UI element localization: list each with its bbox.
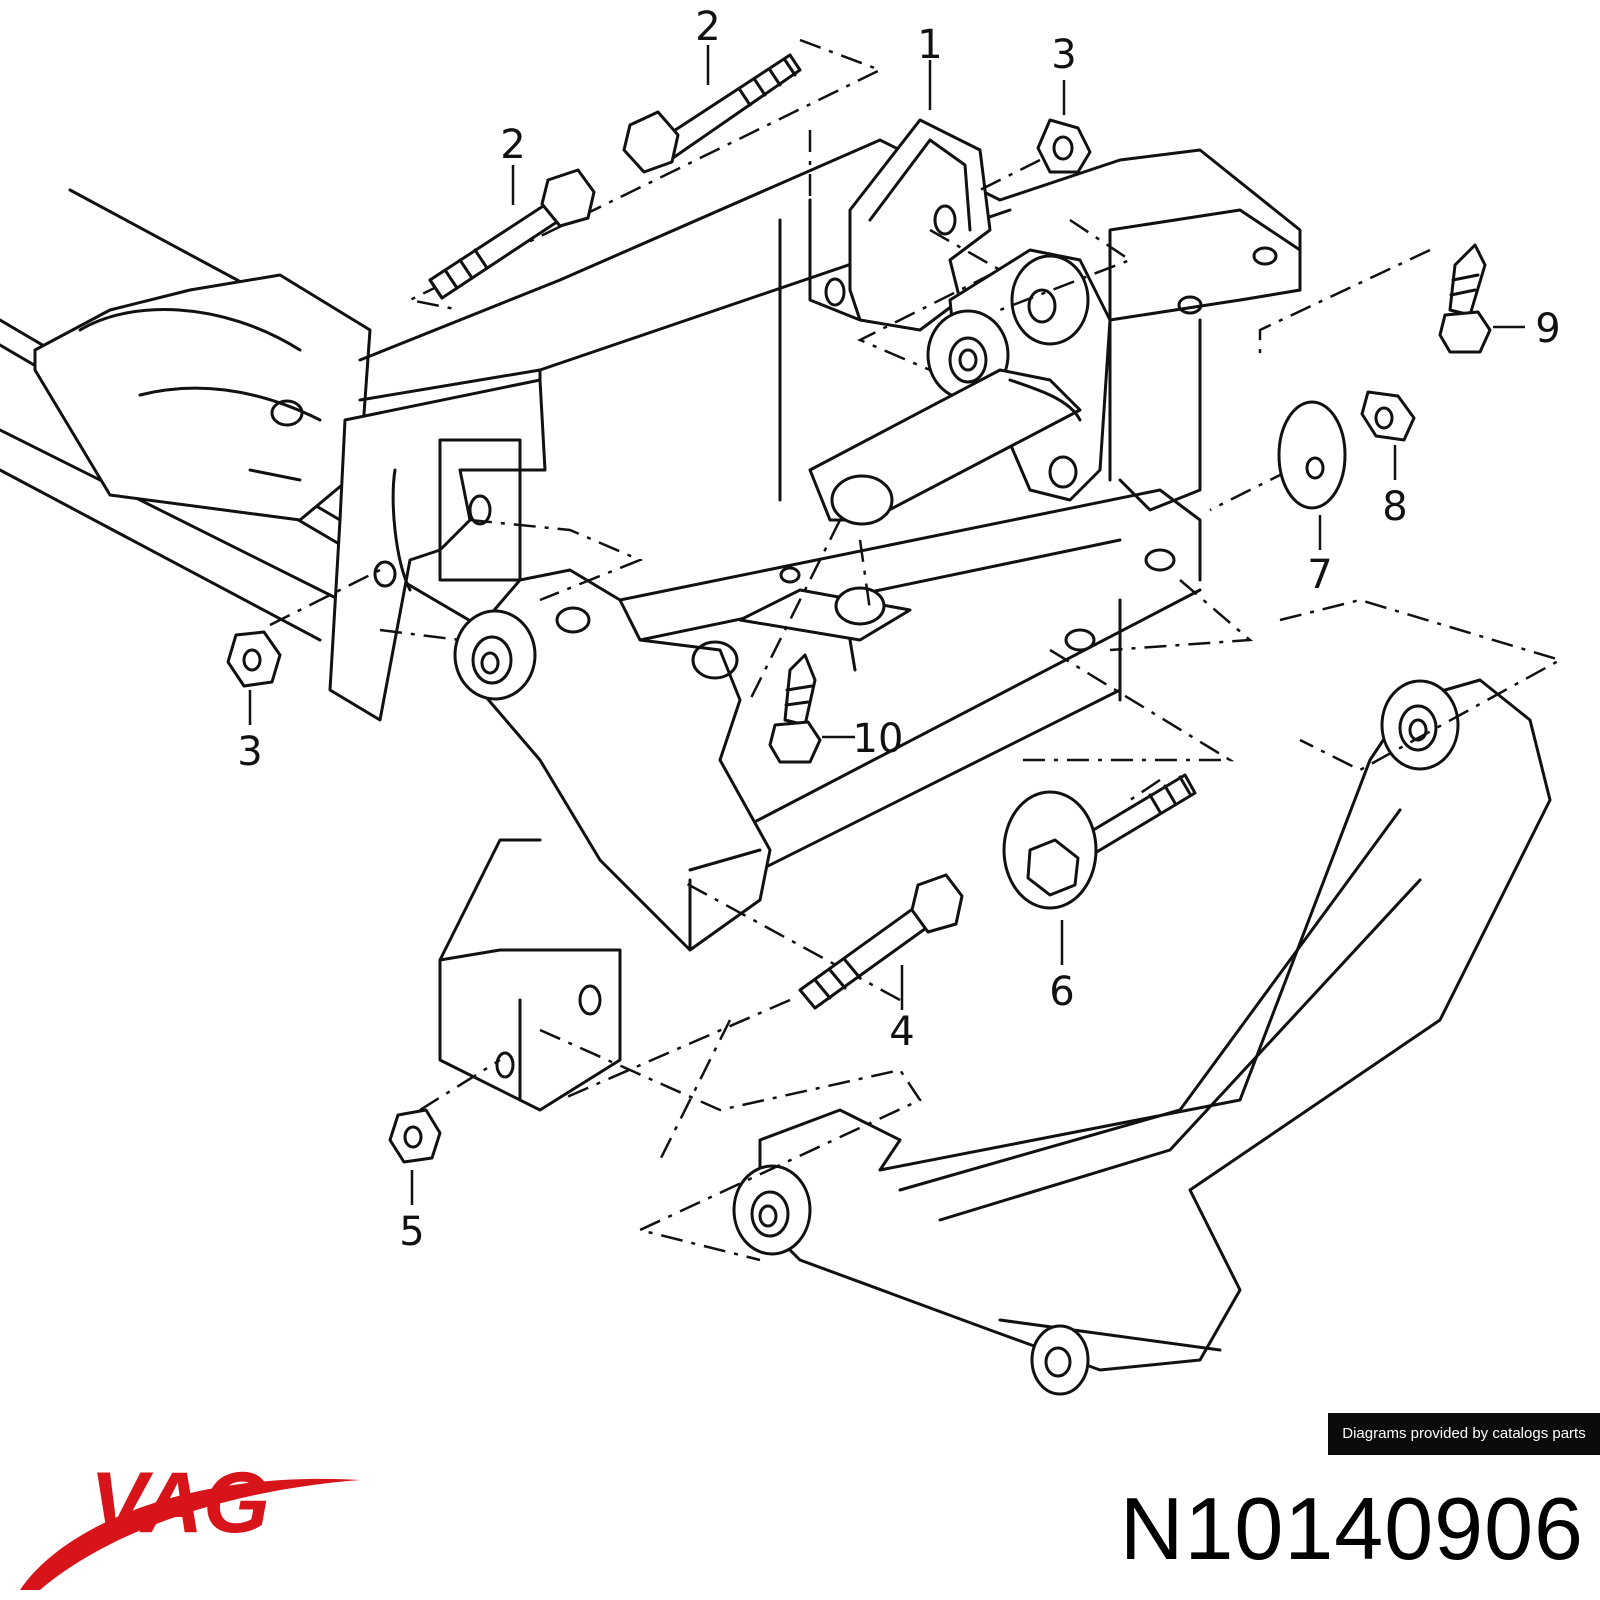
left-control-arm (453, 568, 772, 952)
callout-8: 8 (1382, 484, 1407, 530)
left-mount-bracket (328, 378, 547, 722)
callout-6: 6 (1049, 969, 1074, 1015)
diagram-credit-banner: Diagrams provided by catalogs parts (1328, 1413, 1600, 1455)
washer-7 (1277, 400, 1347, 510)
assembly-lines (269, 38, 1564, 1262)
nut-5 (388, 1108, 442, 1164)
callout-1: 1 (917, 22, 942, 68)
vag-logo: VAG (20, 1455, 360, 1590)
callout-2-lower: 2 (500, 122, 525, 168)
side-rail (0, 188, 522, 652)
svg-text:VAG: VAG (90, 1455, 270, 1551)
bolt-6 (1002, 773, 1197, 910)
bolt-9 (1438, 243, 1492, 354)
leader-lines (248, 45, 1525, 1205)
part-number: N10140906 (1119, 1479, 1584, 1578)
callout-labels: 1 2 2 3 3 4 5 6 7 8 9 10 (237, 4, 1560, 1255)
callout-2-upper: 2 (695, 4, 720, 50)
callout-9: 9 (1535, 306, 1560, 352)
callout-5: 5 (399, 1209, 424, 1255)
nut-8 (1360, 390, 1416, 442)
bolt-4 (798, 873, 964, 1010)
stabilizer-tube (808, 368, 1082, 526)
nut-3-upper (1036, 118, 1092, 174)
callout-7: 7 (1307, 552, 1332, 598)
callout-4: 4 (889, 1009, 914, 1055)
bolt-10 (768, 653, 822, 764)
mounting-plate (738, 566, 912, 672)
bolt-2-lower (428, 168, 596, 300)
upper-mount-bracket-1 (808, 118, 992, 332)
callout-3-lower: 3 (237, 729, 262, 775)
callout-3-upper: 3 (1051, 32, 1076, 78)
bolt-2-upper (622, 53, 802, 174)
nut-3-lower (226, 630, 282, 688)
lower-wishbone (732, 678, 1552, 1396)
callout-10: 10 (853, 716, 904, 762)
lower-housing (438, 838, 622, 1112)
